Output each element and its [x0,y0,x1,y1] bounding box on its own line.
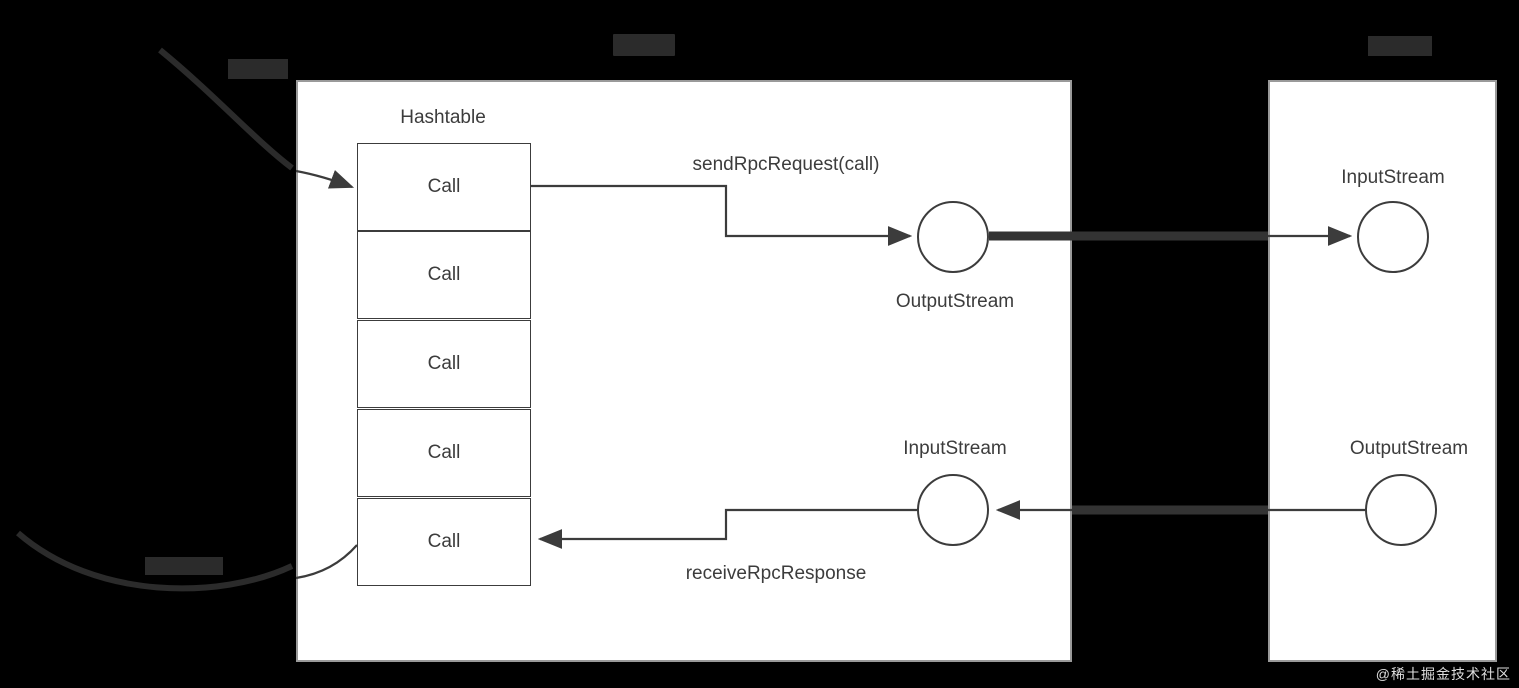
watermark: @稀土掘金技术社区 [1375,666,1511,682]
server-panel-title-redacted [1368,36,1432,56]
server-output-stream-label: OutputStream [1349,438,1469,459]
call-cell: Call [357,498,531,586]
client-output-stream-node [917,201,989,273]
call-cell: Call [357,143,531,231]
server-input-stream-node [1357,201,1429,273]
hashtable-call-list: Call Call Call Call Call [357,143,531,586]
receive-rpc-response-label: receiveRpcResponse [685,563,867,584]
client-input-stream-label: InputStream [903,438,1007,459]
client-input-stream-node [917,474,989,546]
call-cell: Call [357,231,531,319]
hashtable-label: Hashtable [400,107,486,128]
server-input-stream-label: InputStream [1341,167,1445,188]
server-output-stream-node [1365,474,1437,546]
client-output-stream-label: OutputStream [895,291,1015,312]
server-panel [1268,80,1497,662]
bottom-annotation-redacted [145,557,223,575]
call-cell: Call [357,320,531,408]
send-rpc-request-label: sendRpcRequest(call) [692,154,880,175]
client-panel-title-redacted [613,34,675,56]
call-cell: Call [357,409,531,497]
top-annotation-redacted [228,59,288,79]
